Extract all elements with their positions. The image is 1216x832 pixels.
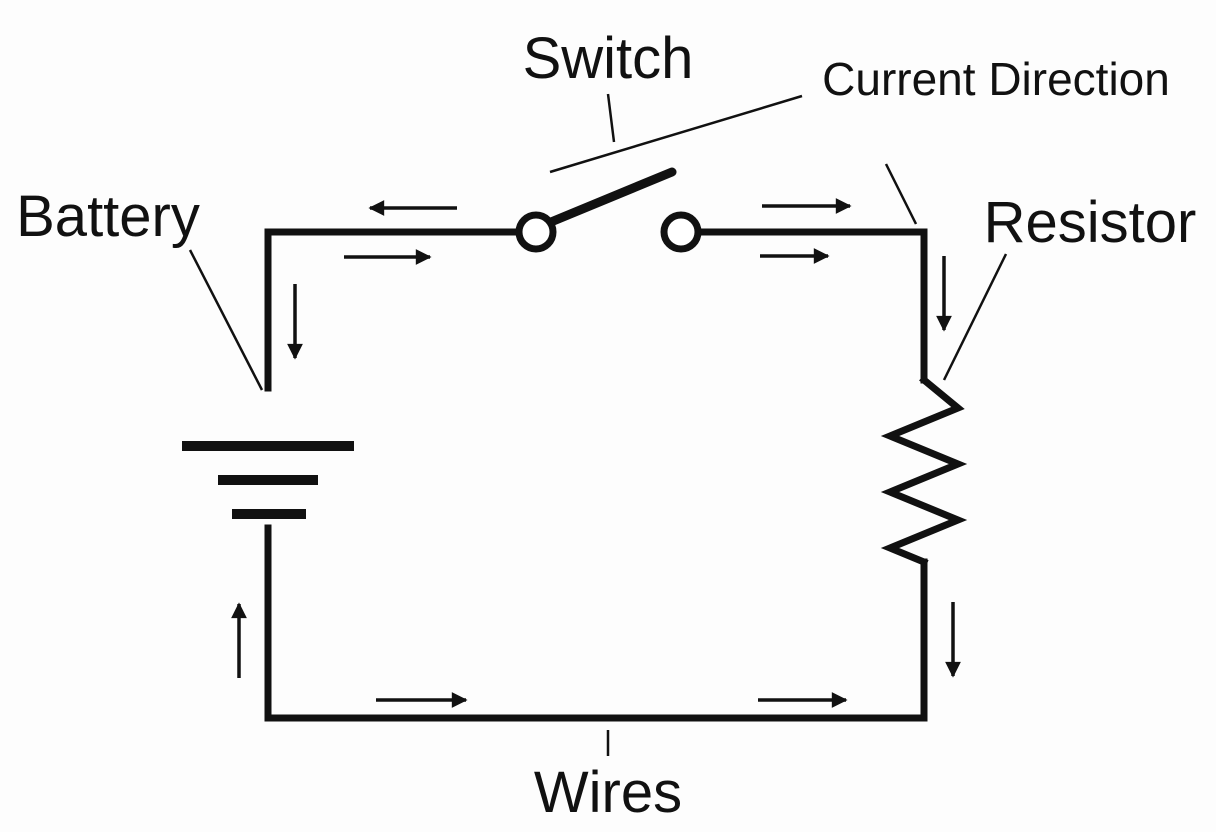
label-battery: Battery [16,184,200,249]
wires [264,228,928,722]
switch-terminal-right [660,211,702,253]
wire-left-top [264,228,522,392]
label-resistor: Resistor [984,190,1197,255]
wire-top-right [698,228,928,384]
label-switch: Switch [523,26,694,91]
leader-battery [188,249,264,391]
switch-terminal-left [515,211,557,253]
wire-right-bottom [264,524,928,722]
switch-lever [546,167,677,227]
leader-lines [188,93,1008,756]
current-arrows [231,198,961,708]
label-current-direction: Current Direction [822,53,1170,105]
switch-symbol [515,167,702,253]
label-wires: Wires [534,760,682,825]
resistor-zigzag [880,375,968,567]
leader-current-direction-right [884,163,918,225]
leader-switch [606,93,616,143]
leader-resistor [942,253,1008,381]
leader-current-direction [549,94,803,174]
battery-symbol [182,441,354,519]
